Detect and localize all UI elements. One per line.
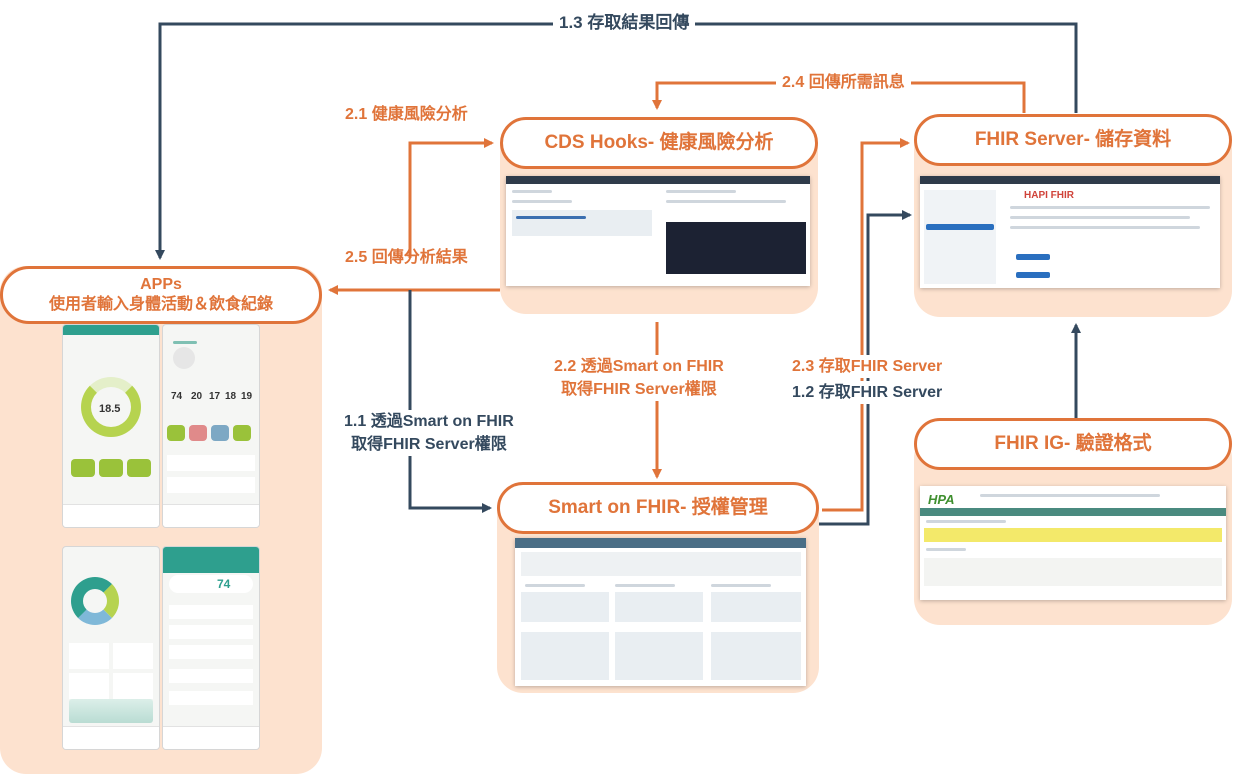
fhir-server-screenshot: HAPI FHIR bbox=[920, 176, 1220, 288]
edge-2-1-arrow bbox=[408, 138, 494, 258]
app-screen-4-header bbox=[163, 547, 259, 573]
smart-screenshot bbox=[515, 538, 806, 686]
apps-node-line2: 使用者輸入身體活動＆飲食紀錄 bbox=[48, 296, 273, 313]
edge-1-1-label: 1.1 透過Smart on FHIR 取得FHIR Server權限 bbox=[338, 410, 520, 457]
cds-node-title: CDS Hooks- 健康風險分析 bbox=[544, 132, 774, 154]
day-value-3: 17 bbox=[209, 391, 221, 402]
edge-2-3-label: 2.3 存取FHIR Server bbox=[786, 355, 949, 379]
apps-node: APPs 使用者輸入身體活動＆飲食紀錄 bbox=[0, 266, 322, 324]
hapi-fhir-logo: HAPI FHIR bbox=[1024, 190, 1074, 201]
app-screen-4-nav bbox=[163, 726, 259, 749]
fhir-ig-node: FHIR IG- 驗證格式 bbox=[914, 418, 1232, 470]
fhir-ig-screenshot: HPA bbox=[920, 486, 1226, 600]
cds-screenshot-toolbar bbox=[506, 176, 810, 184]
bmi-value: 18.5 bbox=[99, 403, 121, 415]
app-screen-tasks: 74 bbox=[162, 546, 260, 750]
day-value-5: 19 bbox=[241, 391, 253, 402]
cds-node: CDS Hooks- 健康風險分析 bbox=[500, 117, 818, 169]
app-screen-nutrition bbox=[62, 546, 160, 750]
app-screen-3-nav bbox=[63, 726, 159, 749]
hpa-logo: HPA bbox=[928, 492, 955, 507]
fhir-ig-notice bbox=[924, 528, 1222, 542]
task-score-value: 74 bbox=[217, 577, 231, 591]
day-value-1: 74 bbox=[171, 391, 183, 402]
day-value-2: 20 bbox=[191, 391, 203, 402]
fhir-ig-nav-bar bbox=[920, 508, 1226, 516]
fhir-server-node: FHIR Server- 儲存資料 bbox=[914, 114, 1232, 166]
edge-1-1-arrow bbox=[408, 290, 492, 513]
apps-panel bbox=[0, 266, 322, 774]
edge-2-5-label: 2.5 回傳分析結果 bbox=[345, 249, 468, 266]
smart-screenshot-toolbar bbox=[515, 538, 806, 548]
app-screen-body-data: 18.5 bbox=[62, 324, 160, 528]
app-screen-1-header bbox=[63, 325, 159, 335]
bmi-ring bbox=[81, 377, 141, 437]
app-screen-2-nav bbox=[163, 504, 259, 527]
fhir-ig-node-title: FHIR IG- 驗證格式 bbox=[994, 433, 1152, 455]
edge-2-2-label-line2: 取得FHIR Server權限 bbox=[561, 381, 717, 399]
edge-2-1-label: 2.1 健康風險分析 bbox=[345, 106, 468, 123]
smart-node: Smart on FHIR- 授權管理 bbox=[497, 482, 819, 534]
edge-2-3-arrow bbox=[822, 138, 910, 512]
app-screen-1-nav bbox=[63, 504, 159, 527]
activity-chart bbox=[69, 699, 153, 723]
fhir-server-node-title: FHIR Server- 儲存資料 bbox=[974, 129, 1172, 151]
edge-1-2-label: 1.2 存取FHIR Server bbox=[786, 381, 949, 405]
cds-code-panel bbox=[666, 222, 806, 274]
apps-node-line1: APPs bbox=[140, 276, 182, 293]
edge-1-3-label: 1.3 存取結果回傳 bbox=[553, 11, 696, 36]
edge-2-4-label: 2.4 回傳所需訊息 bbox=[776, 71, 911, 95]
fhir-server-screenshot-toolbar bbox=[920, 176, 1220, 184]
day-value-4: 18 bbox=[225, 391, 237, 402]
smart-node-title: Smart on FHIR- 授權管理 bbox=[548, 497, 768, 519]
edge-1-1-label-line1: 1.1 透過Smart on FHIR bbox=[344, 413, 514, 430]
cds-screenshot bbox=[506, 176, 810, 286]
edge-2-2-label-line1: 2.2 透過Smart on FHIR bbox=[554, 358, 724, 375]
edge-2-2-label: 2.2 透過Smart on FHIR 取得FHIR Server權限 bbox=[548, 355, 730, 402]
nutrition-ring bbox=[71, 577, 119, 625]
app-screen-profile: 74 20 17 18 19 bbox=[162, 324, 260, 528]
edge-1-1-label-line2: 取得FHIR Server權限 bbox=[351, 436, 507, 454]
